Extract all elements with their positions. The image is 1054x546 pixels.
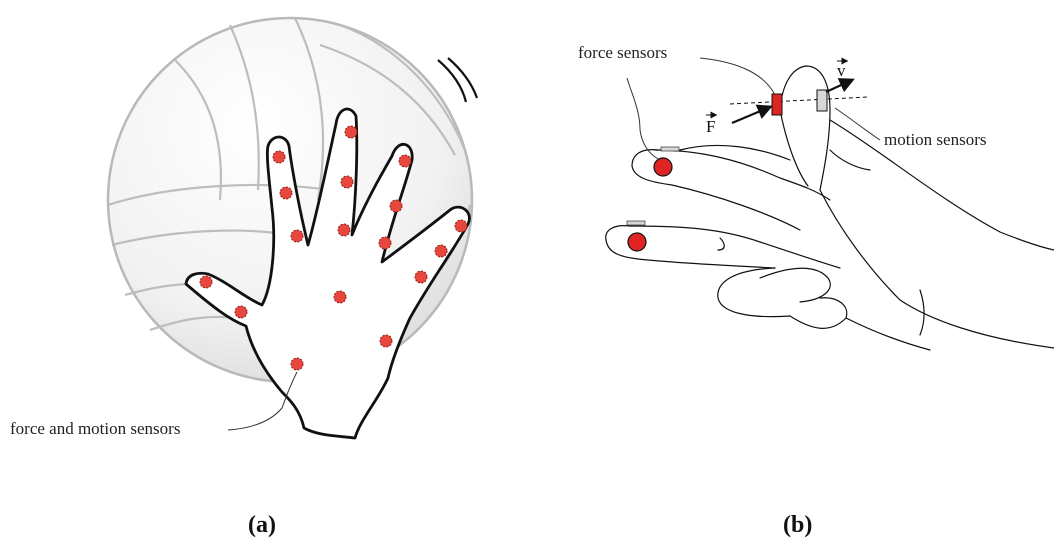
sensor-dot bbox=[380, 335, 392, 347]
motion-sensor-band bbox=[817, 90, 827, 111]
sensor-dot bbox=[345, 126, 357, 138]
sensor-dot bbox=[455, 220, 467, 232]
caption-a: (a) bbox=[248, 512, 276, 538]
force-sensor-dot bbox=[654, 158, 672, 176]
sensor-dot bbox=[341, 176, 353, 188]
hand-icon bbox=[606, 66, 1054, 350]
vector-v-label: v bbox=[837, 61, 846, 80]
sensor-dot bbox=[334, 291, 346, 303]
sensor-dot bbox=[235, 306, 247, 318]
sensor-dot bbox=[273, 151, 285, 163]
caption-b: (b) bbox=[783, 512, 812, 538]
sensor-dot bbox=[415, 271, 427, 283]
sensor-pad bbox=[627, 221, 645, 225]
motion-swoosh-icon bbox=[438, 58, 477, 102]
force-sensor-dot bbox=[628, 233, 646, 251]
tangent-line bbox=[730, 97, 868, 104]
sensor-dot bbox=[435, 245, 447, 257]
label-force-motion-sensors: force and motion sensors bbox=[10, 419, 180, 438]
vector-f-label: F bbox=[706, 117, 715, 136]
sensor-dot bbox=[291, 230, 303, 242]
sensor-dot bbox=[399, 155, 411, 167]
force-sensor-band bbox=[772, 94, 782, 115]
sensor-dot bbox=[338, 224, 350, 236]
sensor-dot bbox=[291, 358, 303, 370]
sensor-dot bbox=[280, 187, 292, 199]
sensor-dot bbox=[379, 237, 391, 249]
force-vector-arrow bbox=[732, 107, 770, 123]
label-force-sensors: force sensors bbox=[578, 43, 667, 62]
panel-a: force and motion sensors (a) bbox=[10, 18, 477, 538]
sensor-pad bbox=[661, 147, 679, 151]
velocity-vector-arrow bbox=[826, 80, 852, 92]
label-motion-sensors: motion sensors bbox=[884, 130, 986, 149]
sensor-dot bbox=[200, 276, 212, 288]
panel-b: F v force sensors motion sensors (b) bbox=[578, 43, 1054, 538]
sensor-dot bbox=[390, 200, 402, 212]
